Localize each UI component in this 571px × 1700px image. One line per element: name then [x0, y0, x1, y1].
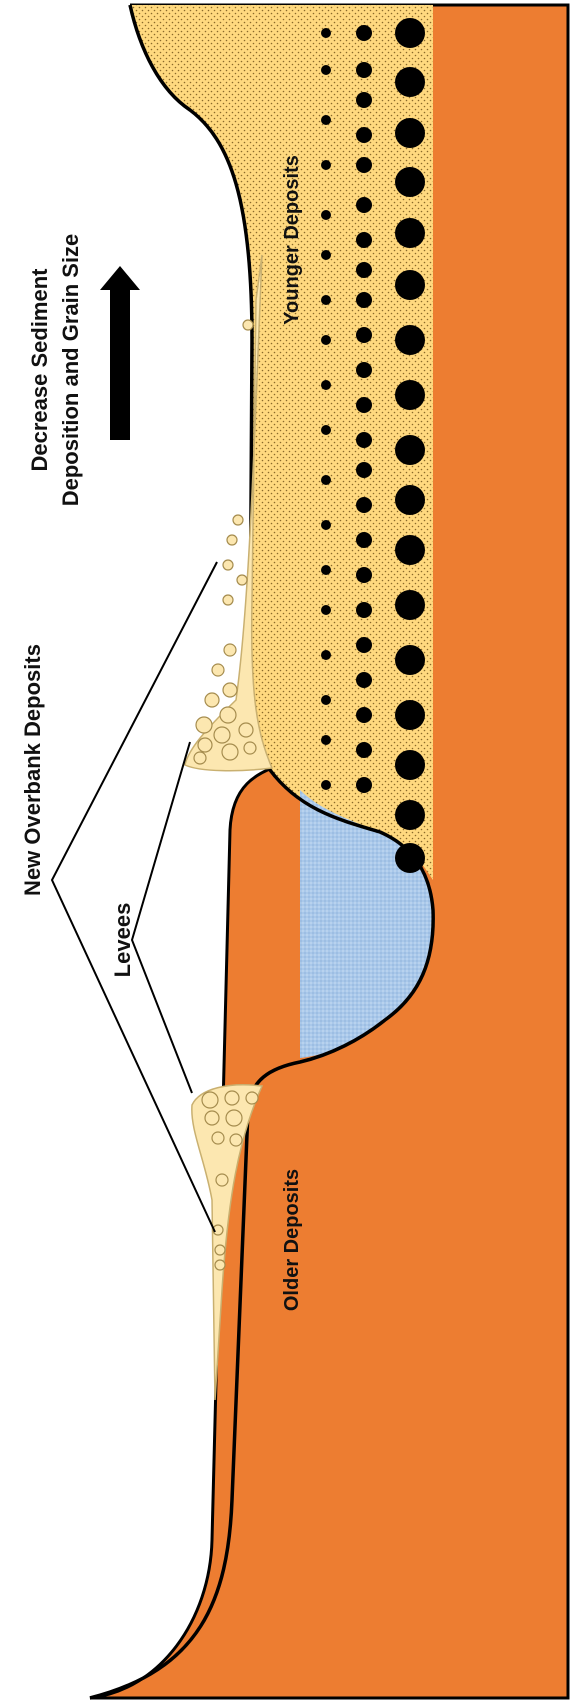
- grain-dot: [356, 197, 372, 213]
- grain-dot: [356, 157, 372, 173]
- grain-dot: [395, 485, 425, 515]
- grain-dot: [321, 295, 331, 305]
- grain-dot: [395, 167, 425, 197]
- grain-dot: [356, 232, 372, 248]
- grain-dot: [395, 535, 425, 565]
- label-leader-lines: [52, 562, 217, 1232]
- grain-dot: [321, 605, 331, 615]
- grain-dot: [356, 92, 372, 108]
- grain-dot: [395, 590, 425, 620]
- grain-dot: [395, 700, 425, 730]
- grain-dot: [321, 520, 331, 530]
- younger-deposits-texture: [130, 5, 433, 880]
- grain-dot: [395, 645, 425, 675]
- grain-dot: [356, 25, 372, 41]
- grain-dot: [356, 462, 372, 478]
- grain-dot: [356, 707, 372, 723]
- older-deposits-label: Older Deposits: [281, 1169, 303, 1311]
- grain-dot: [395, 380, 425, 410]
- decrease-sediment-label-line2: Deposition and Grain Size: [58, 234, 83, 507]
- grain-dot: [356, 432, 372, 448]
- grain-dot: [321, 380, 331, 390]
- grain-dot: [356, 62, 372, 78]
- grain-dot: [321, 735, 331, 745]
- decrease-sediment-label-line1: Decrease Sediment: [27, 268, 52, 472]
- grain-dot: [321, 160, 331, 170]
- grain-dot: [321, 650, 331, 660]
- levees-label: Levees: [110, 903, 135, 978]
- grain-dot: [356, 567, 372, 583]
- grain-dot: [321, 475, 331, 485]
- grain-dot: [321, 250, 331, 260]
- grain-dot: [321, 425, 331, 435]
- grain-dot: [356, 777, 372, 793]
- grain-dot: [321, 335, 331, 345]
- grain-dot: [321, 210, 331, 220]
- grain-dot: [321, 65, 331, 75]
- grain-dot: [321, 695, 331, 705]
- grain-dot: [321, 115, 331, 125]
- grain-dot: [395, 218, 425, 248]
- grain-dot: [321, 780, 331, 790]
- grain-dot: [395, 843, 425, 873]
- grain-dot: [356, 262, 372, 278]
- grain-dot: [356, 602, 372, 618]
- grain-dot: [395, 435, 425, 465]
- grain-dot: [356, 742, 372, 758]
- grain-dot: [356, 327, 372, 343]
- grain-dot: [395, 325, 425, 355]
- grain-dot: [356, 672, 372, 688]
- grain-dot: [395, 270, 425, 300]
- grain-dot: [395, 67, 425, 97]
- grain-dot: [356, 127, 372, 143]
- grain-dot: [395, 118, 425, 148]
- grain-dot: [395, 750, 425, 780]
- new-overbank-deposits-label: New Overbank Deposits: [20, 644, 45, 896]
- grain-dot: [321, 565, 331, 575]
- grain-dot: [395, 800, 425, 830]
- grain-dot: [356, 637, 372, 653]
- grain-dot: [356, 532, 372, 548]
- younger-deposits-label: Younger Deposits: [281, 155, 303, 325]
- grain-dot: [356, 362, 372, 378]
- grain-dot: [356, 497, 372, 513]
- grain-dot: [356, 292, 372, 308]
- grain-dot: [321, 28, 331, 38]
- up-arrow-icon: [100, 266, 140, 440]
- grain-dot: [356, 397, 372, 413]
- grain-dot: [395, 18, 425, 48]
